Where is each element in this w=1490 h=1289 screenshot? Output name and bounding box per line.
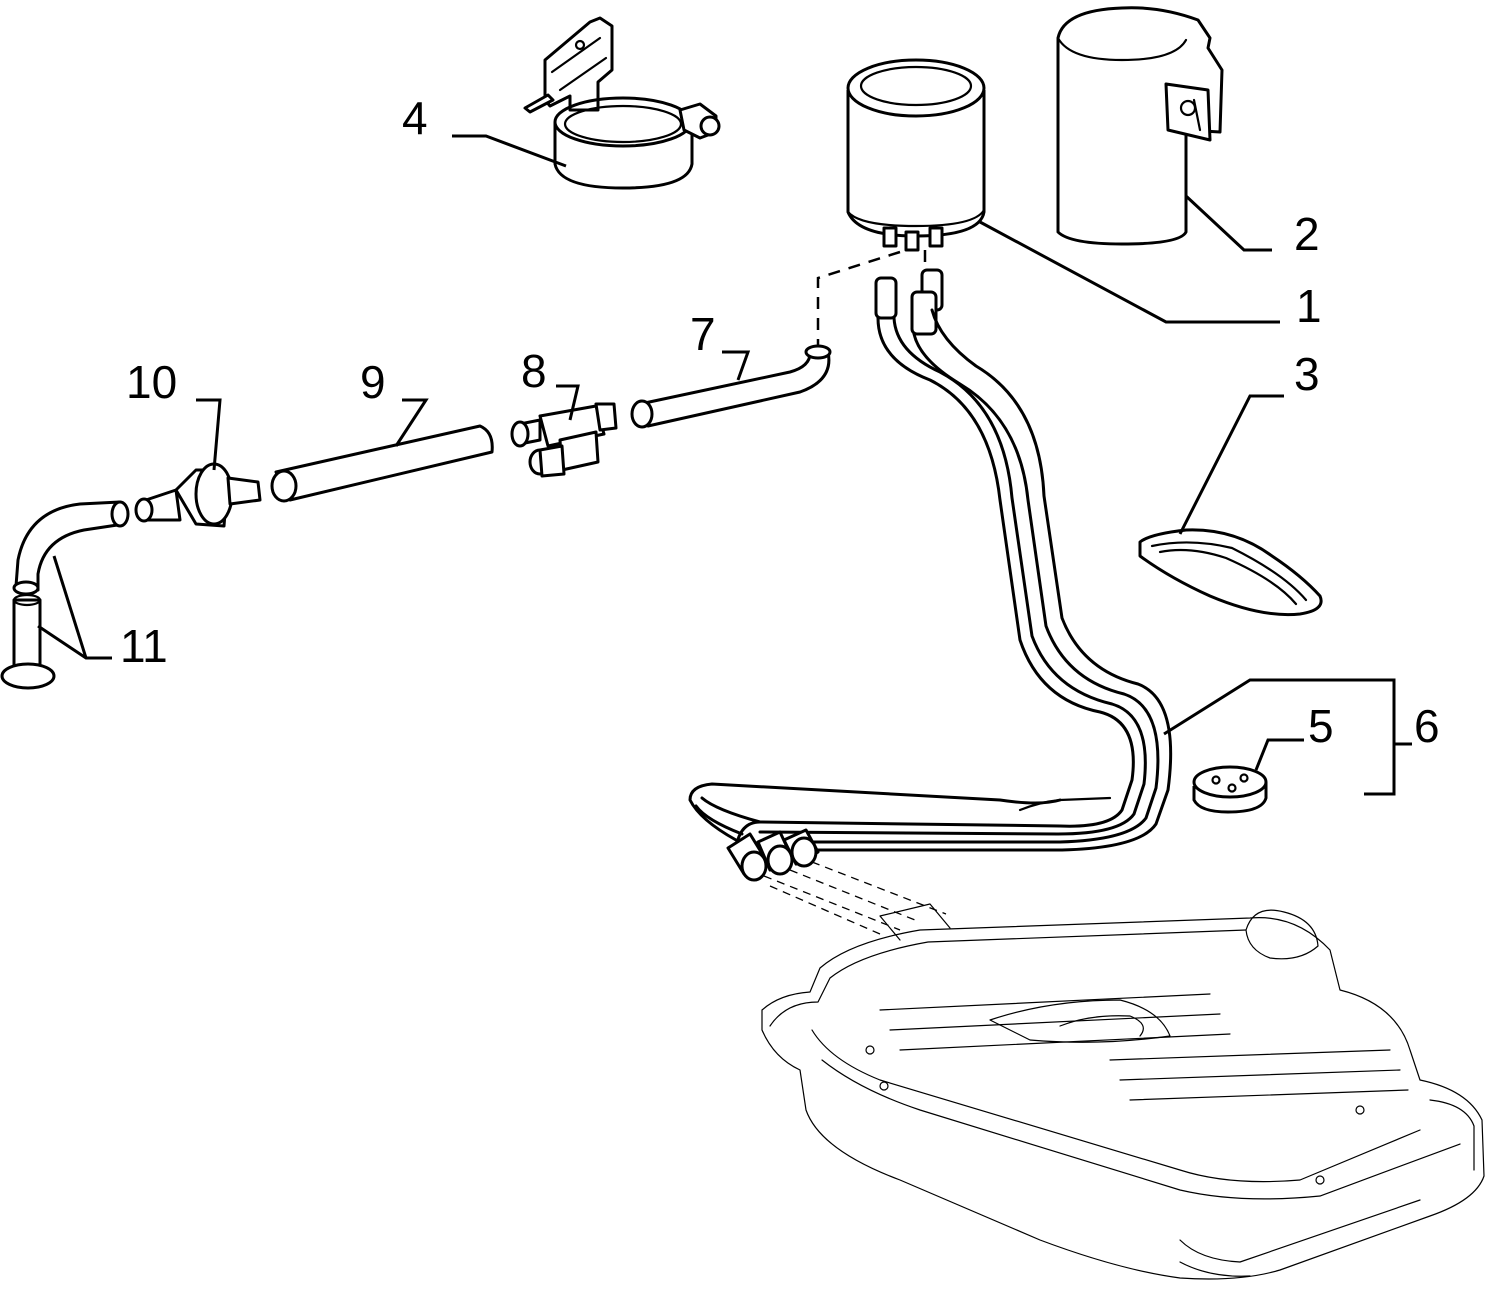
- part-10-check-valve: [134, 462, 262, 528]
- callout-9: 9: [360, 356, 386, 408]
- callout-1: 1: [1296, 280, 1322, 332]
- callout-11: 11: [120, 620, 168, 672]
- callout-labels: 1 2 3 4 5 6 7 8 9 10 11: [120, 92, 1440, 752]
- leader-lines: [37, 134, 1412, 796]
- pipe-to-tank-phantom-lines: [763, 861, 947, 935]
- callout-10: 10: [126, 356, 177, 408]
- callout-5: 5: [1308, 700, 1334, 752]
- part-9-hose: [270, 424, 494, 503]
- part-4-clamp-bracket: [523, 16, 721, 190]
- part-5-grommet: [1192, 765, 1268, 814]
- callout-3: 3: [1294, 348, 1320, 400]
- callout-4: 4: [402, 92, 428, 144]
- part-7-hose: [630, 344, 832, 429]
- callout-6: 6: [1414, 700, 1440, 752]
- part-2-canister-cover: [1056, 6, 1224, 246]
- part-8-t-connector: [510, 402, 618, 478]
- callout-8: 8: [521, 345, 547, 397]
- callout-2: 2: [1294, 208, 1320, 260]
- connection-dashed-line: [816, 250, 901, 345]
- part-6-pipe-assembly: [688, 268, 1173, 882]
- callout-7: 7: [690, 308, 716, 360]
- fuel-tank: [761, 903, 1485, 1280]
- part-11-elbow-hose: [0, 500, 130, 690]
- part-3-gasket: [1138, 528, 1323, 617]
- part-1-carbon-canister: [846, 58, 986, 252]
